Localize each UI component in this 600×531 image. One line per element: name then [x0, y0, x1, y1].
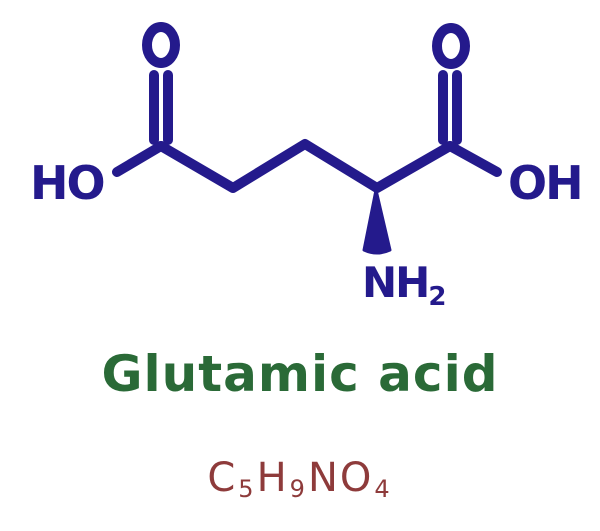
stereo-wedge-bond	[362, 188, 392, 255]
formula-el-c: C	[207, 455, 238, 501]
molecule-name: Glutamic acid	[101, 345, 499, 403]
formula-n-c: 5	[238, 475, 256, 503]
molecular-formula: C5H9NO4	[0, 455, 600, 503]
formula-n-h: 9	[289, 475, 307, 503]
formula-el-h: H	[256, 455, 289, 501]
amine-label: NH2	[362, 262, 446, 311]
amine-main: NH	[362, 258, 430, 307]
amine-subscript: 2	[428, 282, 446, 313]
left-carbonyl-oxygen	[142, 22, 180, 68]
carbon-chain	[156, 139, 455, 193]
formula-el-n: N	[307, 455, 340, 501]
left-hydroxyl-label: HO	[30, 156, 106, 210]
formula-n-o: 4	[374, 475, 392, 503]
left-hydroxyl-bond	[112, 141, 166, 177]
right-hydroxyl-label: OH	[508, 156, 584, 210]
formula-el-o: O	[339, 455, 374, 501]
right-carbonyl-oxygen	[432, 23, 470, 69]
right-hydroxyl-bond	[445, 141, 502, 177]
